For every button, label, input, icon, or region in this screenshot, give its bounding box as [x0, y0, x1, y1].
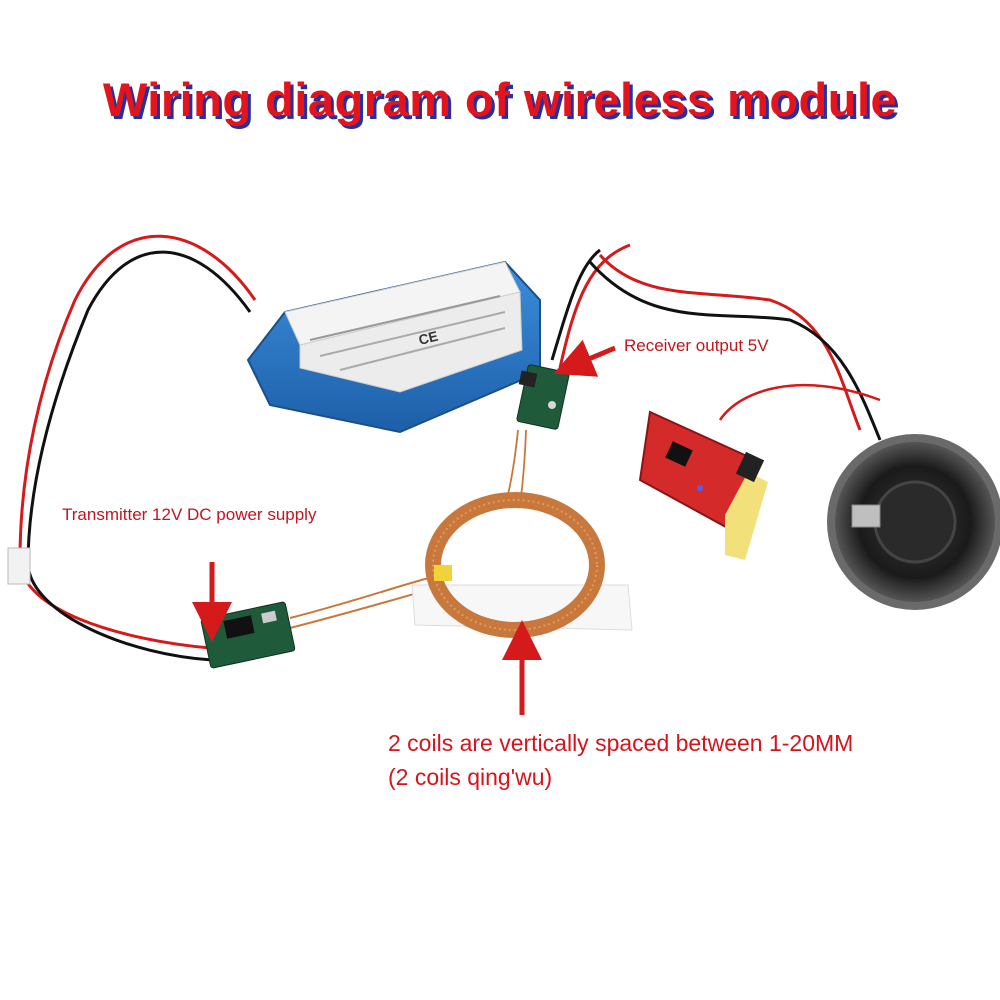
- receiver-label: Receiver output 5V: [624, 336, 769, 355]
- coil-spacing-label: 2 coils are vertically spaced between 1-…: [388, 730, 854, 756]
- receiver-board-icon: [516, 364, 570, 430]
- amplifier-board-icon: [638, 410, 768, 560]
- speaker-icon: [827, 434, 1000, 610]
- page-title: Wiring diagram of wireless module: [102, 73, 898, 126]
- battery-wires: [7, 234, 257, 662]
- transmitter-label: Transmitter 12V DC power supply: [62, 505, 317, 524]
- copper-coil-icon: [411, 492, 633, 638]
- arrow-receiver: [553, 339, 616, 377]
- transmitter-board-icon: [200, 601, 296, 669]
- svg-text:CE: CE: [417, 328, 440, 348]
- coil-spacing-note: (2 coils qing'wu): [388, 764, 553, 790]
- battery-pack-icon: CE: [246, 260, 541, 434]
